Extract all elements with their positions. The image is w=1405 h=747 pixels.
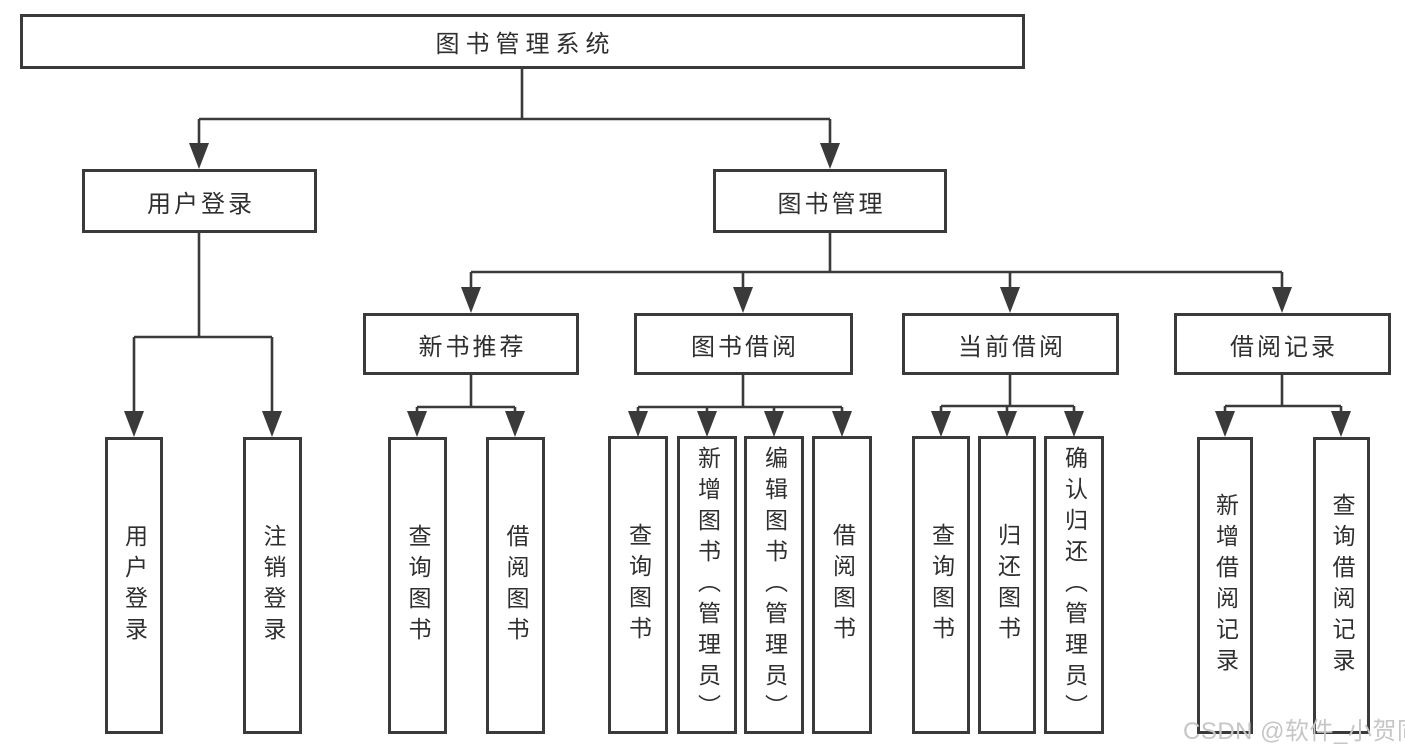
node-book-management: 图书管理: [713, 169, 947, 233]
leaf-label: 用户登录: [121, 523, 148, 648]
leaf-label: 查询借阅记录: [1329, 492, 1355, 679]
leaf-label: 注销登录: [260, 523, 286, 648]
node-borrowing-records: 借阅记录: [1174, 313, 1391, 375]
node-user-login: 用户登录: [82, 169, 317, 233]
node-current-borrowing: 当前借阅: [902, 313, 1119, 375]
node-library-management-system: 图书管理系统: [20, 14, 1025, 69]
node-new-book-recommendation: 新书推荐: [363, 313, 579, 375]
leaf-label: 新增借阅记录: [1212, 492, 1239, 679]
leaf-recommend-query-books: 查询图书: [388, 437, 447, 734]
leaf-records-query-borrow-record: 查询借阅记录: [1313, 437, 1370, 734]
node-book-borrowing: 图书借阅: [634, 313, 853, 375]
leaf-label: 查询图书: [928, 523, 955, 647]
leaf-user-login: 用户登录: [105, 437, 163, 734]
leaf-label: 查询图书: [405, 523, 431, 648]
leaf-label: 新增图书（管理员）: [694, 445, 721, 725]
leaf-current-return-books: 归还图书: [978, 436, 1036, 734]
leaf-logout-login: 注销登录: [243, 437, 302, 734]
leaf-label: 编辑图书（管理员）: [761, 445, 788, 725]
leaf-borrow-borrow-books: 借阅图书: [812, 436, 872, 734]
leaf-current-query-books: 查询图书: [912, 436, 970, 734]
leaf-records-add-borrow-record: 新增借阅记录: [1197, 437, 1253, 734]
leaf-current-confirm-return-admin: 确认归还（管理员）: [1044, 436, 1104, 734]
leaf-label: 归还图书: [994, 523, 1021, 647]
leaf-borrow-query-books: 查询图书: [608, 436, 668, 734]
leaf-label: 借阅图书: [503, 523, 529, 648]
leaf-borrow-edit-books-admin: 编辑图书（管理员）: [744, 436, 804, 734]
leaf-label: 借阅图书: [829, 523, 856, 647]
leaf-borrow-add-books-admin: 新增图书（管理员）: [677, 436, 737, 734]
leaf-label: 查询图书: [625, 523, 652, 647]
leaf-recommend-borrow-books: 借阅图书: [486, 437, 545, 734]
csdn-watermark: CSDN @软件_小贺同学: [1183, 718, 1405, 745]
leaf-label: 确认归还（管理员）: [1061, 445, 1088, 725]
